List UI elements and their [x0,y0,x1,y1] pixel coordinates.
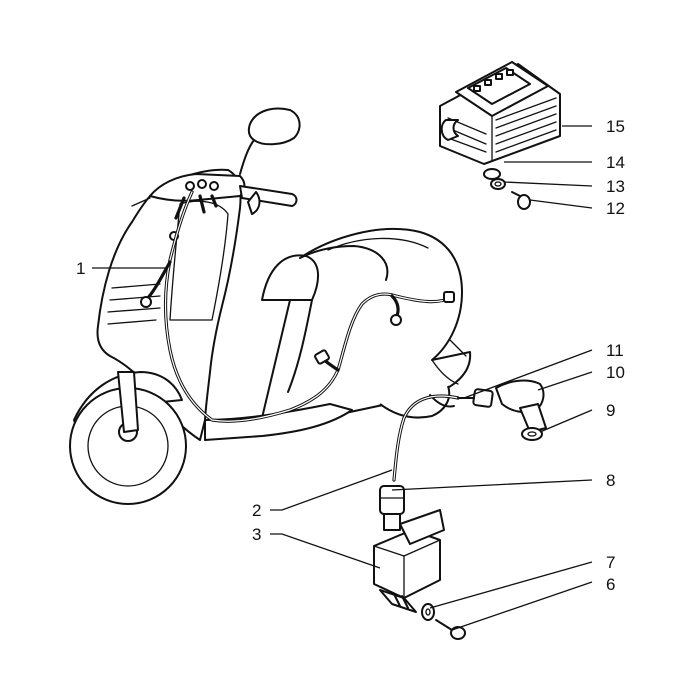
ignition-coil [373,485,445,613]
voltage-regulator [439,61,561,165]
callout-12: 12 [606,199,625,218]
callout-7: 7 [606,553,615,572]
callout-6: 6 [606,575,615,594]
callout-labels: 1 2 3 6 7 8 9 10 11 12 13 14 15 [76,117,625,594]
callout-13: 13 [606,177,625,196]
regulator-fasteners [483,168,531,210]
main-wiring-harness [140,190,455,423]
callout-14: 14 [606,153,625,172]
callout-2: 2 [252,501,261,520]
coil-fasteners [421,603,466,640]
callout-11: 11 [606,341,624,360]
callout-1: 1 [76,259,85,278]
callout-15: 15 [606,117,625,136]
ht-lead-and-plug-cap [392,379,547,482]
callout-8: 8 [606,471,615,490]
leader-lines [92,125,593,631]
scooter [69,107,472,505]
callout-3: 3 [252,525,261,544]
callout-9: 9 [606,401,615,420]
callout-10: 10 [606,363,625,382]
